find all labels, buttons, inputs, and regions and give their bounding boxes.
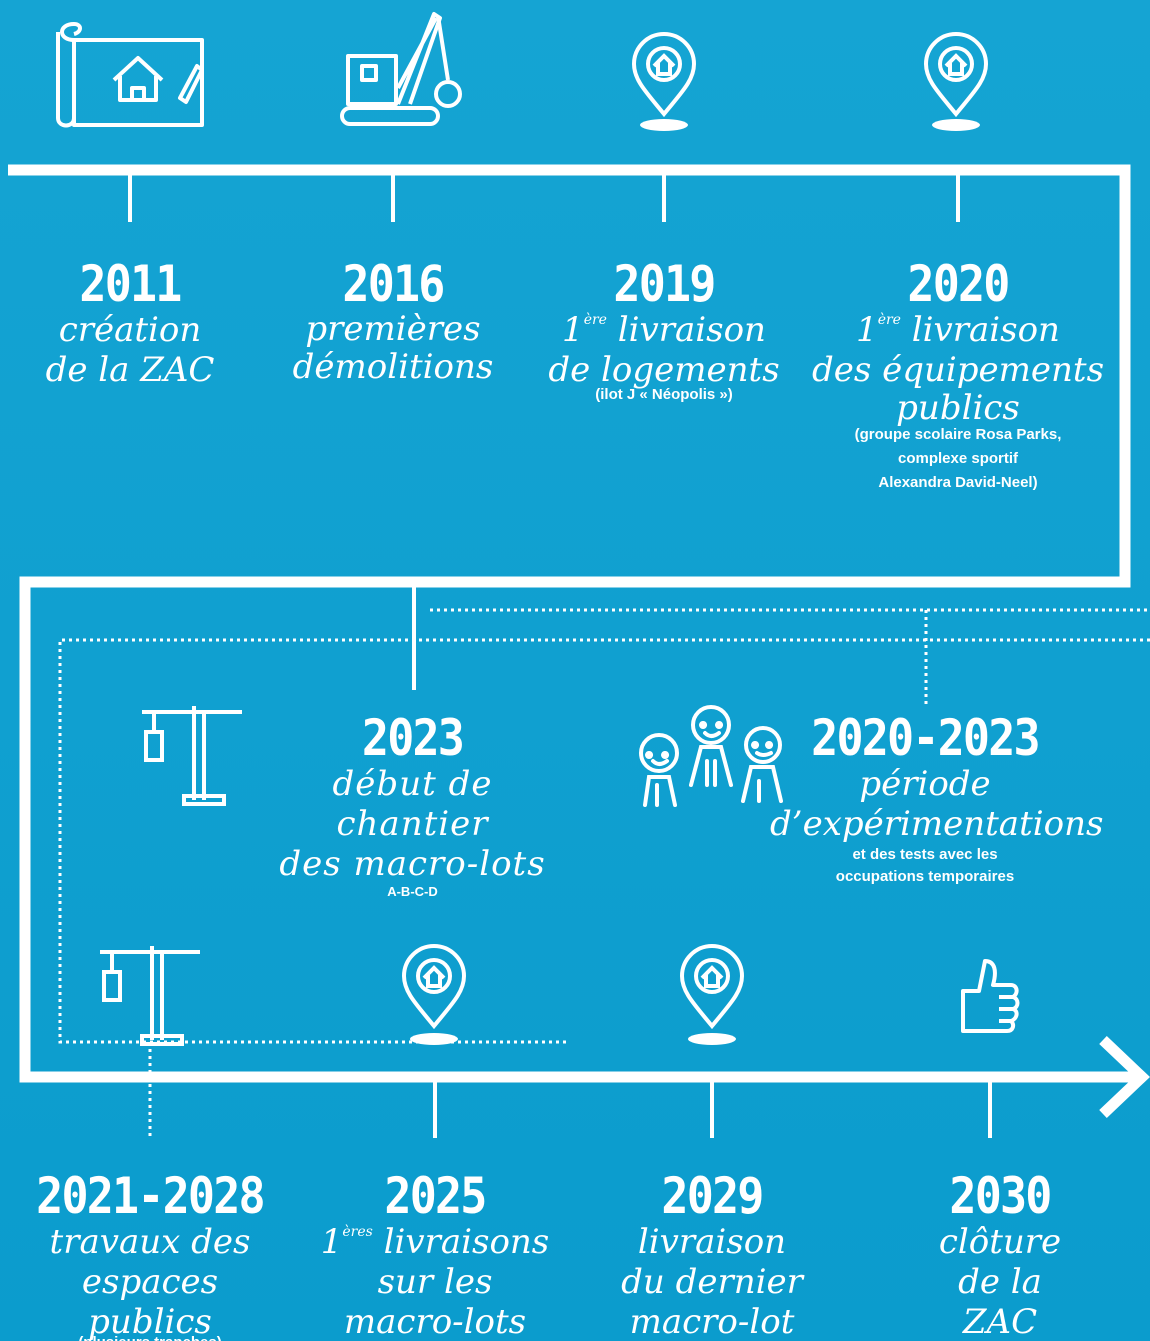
event-desc-line: 1ère livraison: [856, 310, 1060, 350]
event-desc-line: clôture: [938, 1222, 1062, 1262]
event-2030: 2030 clôture de la ZAC: [895, 1170, 1105, 1341]
event-desc-line: macro-lot: [629, 1302, 795, 1341]
event-note: et des tests avec les: [852, 846, 998, 863]
event-note: (plusieurs tranches): [15, 1332, 285, 1341]
event-desc-line: début de chantier: [332, 764, 493, 844]
event-desc-line: travaux des: [49, 1222, 251, 1262]
ordinal-suffix: ères: [342, 1224, 373, 1240]
event-desc-line: 1ères livraisons: [320, 1222, 550, 1262]
event-year: 2020-2023: [811, 709, 1040, 767]
event-desc-line: de la ZAC: [45, 350, 215, 390]
event-desc-line: des macro-lots: [279, 844, 546, 884]
location-pin-house-icon: [631, 32, 697, 131]
event-year: 2029: [661, 1167, 764, 1225]
event-year: 2011: [79, 255, 182, 313]
event-year: 2030: [949, 1167, 1052, 1225]
demolition-crane-icon: [340, 12, 462, 126]
event-2019: 2019 1ère livraison de logements (ilot J…: [534, 258, 794, 406]
event-year: 2025: [384, 1167, 487, 1225]
event-2025: 2025 1ères livraisons sur les macro-lots: [310, 1170, 560, 1341]
ordinal-suffix: ère: [583, 312, 607, 328]
tower-crane-icon: [100, 946, 200, 1046]
event-2016: 2016 premières démolitions: [283, 258, 503, 386]
event-2020: 2020 1ère livraison des équipements publ…: [808, 258, 1108, 494]
event-note: A-B-C-D: [387, 884, 438, 899]
blueprint-house-icon: [56, 22, 204, 128]
event-year: 2023: [361, 709, 465, 767]
event-2029: 2029 livraison du dernier macro-lot: [592, 1170, 832, 1341]
event-desc-line: des équipements: [811, 350, 1105, 390]
event-2023: 2023 début de chantier des macro-lots A-…: [255, 712, 570, 900]
event-desc-line: d’expérimentations: [770, 804, 1104, 844]
event-desc-line: publics: [896, 388, 1020, 428]
event-desc-line: du dernier: [621, 1262, 803, 1302]
location-pin-house-icon: [679, 944, 745, 1045]
event-desc-line: macro-lots: [343, 1302, 527, 1341]
location-pin-house-icon: [401, 944, 467, 1045]
event-year: 2020: [907, 255, 1010, 313]
event-note: Alexandra David-Neel): [878, 474, 1038, 491]
event-2021-2028: 2021-2028 travaux des espaces publics (p…: [15, 1170, 285, 1341]
event-desc-line: période: [859, 764, 991, 804]
event-2011: 2011 création de la ZAC: [20, 258, 240, 390]
event-desc-line: démolitions: [292, 347, 494, 387]
event-year: 2019: [613, 255, 716, 313]
event-desc-line: création: [58, 310, 202, 350]
event-desc-line: sur les: [377, 1262, 493, 1302]
ordinal-suffix: ère: [877, 312, 901, 328]
thumbs-up-icon: [961, 959, 1020, 1033]
people-group-icon: [639, 705, 783, 807]
event-year: 2021-2028: [36, 1167, 265, 1225]
location-pin-house-icon: [923, 32, 989, 131]
event-desc-line: livraison: [637, 1222, 787, 1262]
event-note: complexe sportif: [897, 450, 1019, 467]
event-desc-line: de logements: [548, 350, 780, 390]
event-desc-line: de la: [958, 1262, 1042, 1302]
event-2020-2023: 2020-2023 période d’expérimentations et …: [770, 709, 1104, 888]
event-desc-line: premières: [305, 309, 481, 349]
tower-crane-icon: [142, 706, 242, 806]
event-note: (ilot J « Néopolis »): [595, 386, 733, 403]
event-desc-line: 1ère livraison: [562, 310, 766, 350]
event-desc-line: espaces publics: [81, 1262, 219, 1341]
event-note: occupations temporaires: [835, 868, 1015, 885]
event-desc-line: ZAC: [962, 1302, 1038, 1341]
event-note: (groupe scolaire Rosa Parks,: [854, 426, 1062, 443]
event-year: 2016: [342, 255, 445, 313]
